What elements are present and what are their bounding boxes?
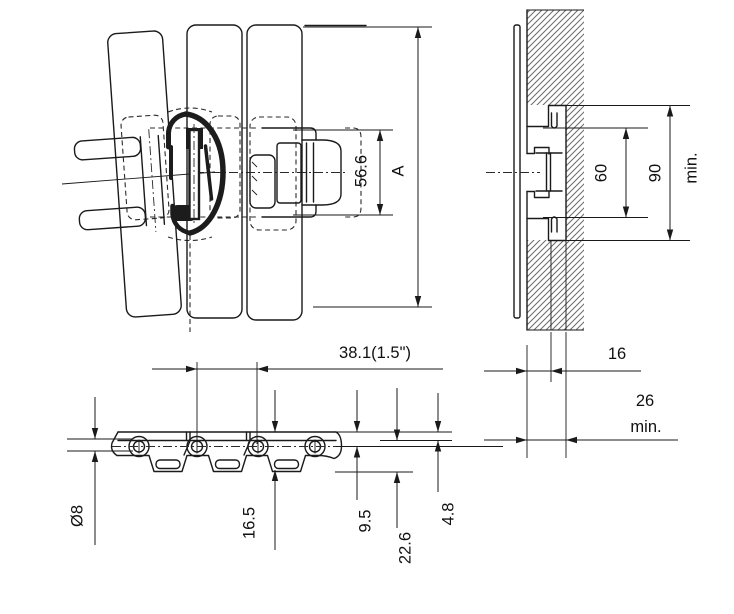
plan-view: 56.6 A: [61, 24, 432, 332]
section-chain-plate: [513, 24, 521, 319]
dim-top-to-axis-label: 9.5: [356, 510, 374, 533]
dim-overall-width-label: A: [389, 165, 407, 176]
dim-clearance-26: 26 min.: [484, 392, 678, 444]
wall-slot-lines: [550, 240, 567, 330]
dim-outer-90-label: 90: [646, 164, 664, 182]
dim-plate-thickness: 4.8: [434, 393, 457, 526]
plan-retainer-clip: [166, 111, 226, 236]
dim-slot-depth-label: 16: [608, 345, 626, 363]
plate-2: [186, 24, 243, 319]
section-hinge: [535, 152, 563, 192]
side-view: 38.1(1.5") Ø8 16.5 9.5: [67, 344, 503, 564]
dim-top-to-axis: 9.5: [353, 390, 374, 533]
dim-clearance-value-label: 26: [636, 392, 654, 410]
plan-left-hinge: [73, 129, 166, 232]
dim-overall-width: A: [303, 26, 432, 308]
dim-outer-min-label: min.: [682, 152, 700, 183]
dim-outer-90: 90 min.: [566, 105, 700, 241]
section-view: 60 90 min. 16 26 min.: [484, 9, 700, 458]
side-chain: [110, 431, 343, 473]
dim-body-height: 22.6: [393, 388, 414, 564]
dim-clearance-min-label: min.: [630, 418, 661, 436]
dim-hinge-width: 56.6: [293, 129, 393, 216]
plan-right-hinge: [249, 127, 342, 218]
dim-slot-depth-16: 16: [484, 345, 641, 375]
dim-link-height-label: 16.5: [240, 507, 258, 539]
dim-pitch: 38.1(1.5"): [152, 344, 443, 444]
dim-link-height: 16.5: [240, 390, 279, 550]
dim-pin-diameter-label: Ø8: [68, 505, 86, 527]
plan-hidden-edges: [120, 107, 362, 242]
dim-plate-thickness-label: 4.8: [439, 503, 457, 526]
dim-inner-60-label: 60: [592, 164, 610, 182]
hinge-eye: [301, 139, 342, 206]
dim-inner-60: 60: [543, 127, 648, 218]
plate-3: [246, 24, 303, 321]
dim-pitch-label: 38.1(1.5"): [339, 344, 411, 362]
section-ext-lines: [526, 332, 567, 458]
dim-body-height-label: 22.6: [396, 532, 414, 564]
dim-hinge-width-label: 56.6: [352, 155, 370, 187]
dim-pin-diameter: Ø8: [67, 397, 133, 545]
